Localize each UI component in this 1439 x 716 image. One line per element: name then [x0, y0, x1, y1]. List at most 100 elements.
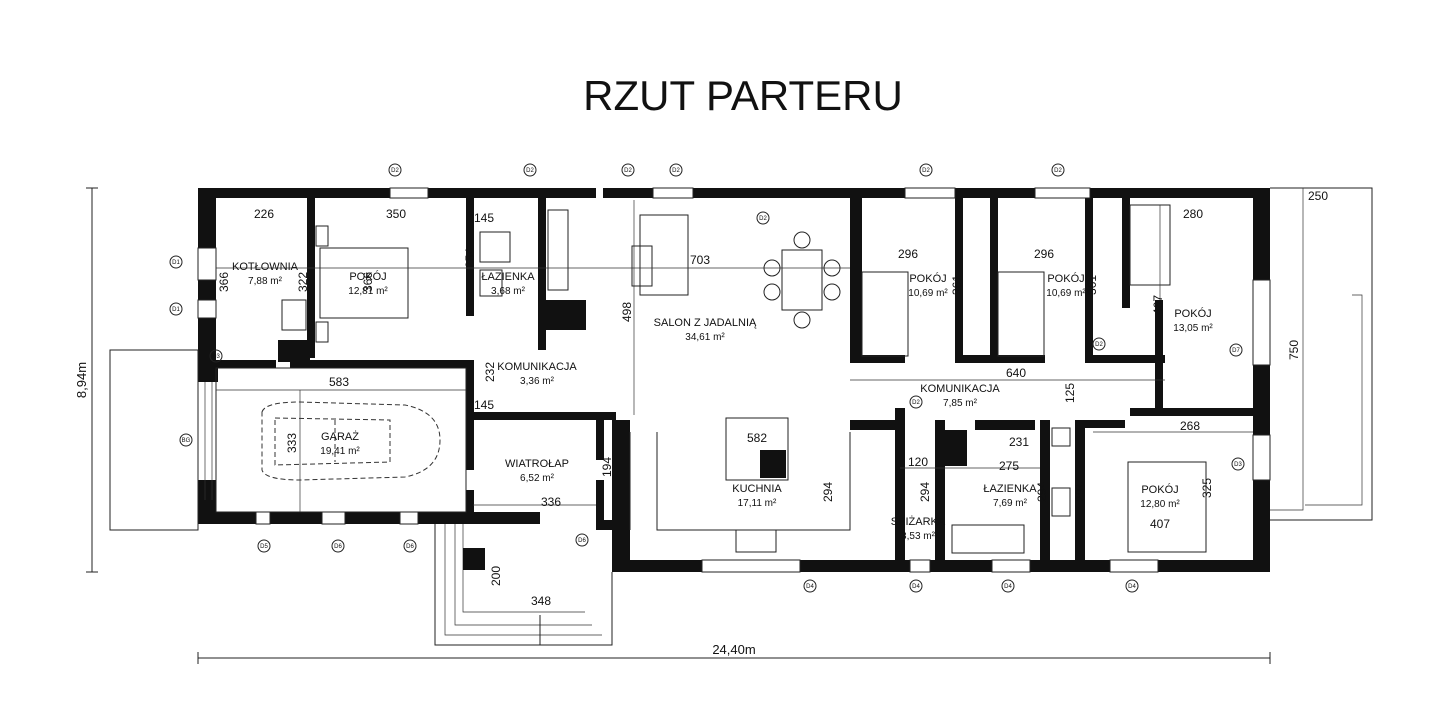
room-name: KOTŁOWNIA: [232, 261, 299, 273]
opening-tag-circle: [169, 255, 183, 269]
dimension-label: 703: [690, 253, 710, 267]
room-area: 10,69 m²: [1046, 288, 1086, 299]
room-name: POKÓJ: [909, 272, 946, 285]
furniture: [278, 204, 1207, 554]
opening-tag: D2: [672, 168, 680, 174]
section-lines: [216, 200, 1253, 512]
garage-outline: [109, 349, 467, 531]
opening-tag-circle: [756, 211, 770, 225]
dimension-label: 120: [908, 455, 928, 469]
opening-tag-circle: [1001, 579, 1015, 593]
dimension-label: 325: [1200, 478, 1214, 498]
dimension-label: 348: [531, 594, 551, 608]
opening-tag-circle: [621, 163, 635, 177]
opening-tag: D6: [578, 538, 586, 544]
dimension-label: 275: [999, 459, 1019, 473]
overall-depth: 8,94m: [74, 362, 89, 398]
dimension-label: 294: [821, 482, 835, 502]
dimension-label: 467: [1151, 295, 1165, 315]
room-name: POKÓJ: [1174, 307, 1211, 320]
room-area: 13,05 m²: [1173, 323, 1213, 334]
room-area: 17,11 m²: [738, 498, 777, 509]
dimension-label: 322: [296, 272, 310, 292]
car-icon: [261, 401, 441, 481]
dimension-label: 640: [1006, 366, 1026, 380]
opening-tag-circle: [331, 539, 345, 553]
room-name: SPIŻARKA: [891, 515, 946, 528]
opening-tag: D1: [172, 307, 180, 313]
room-name: WIATROŁAP: [505, 458, 569, 470]
room-area: 6,52 m²: [520, 473, 555, 484]
opening-tag-circle: [169, 302, 183, 316]
dimension-label: 254: [463, 248, 477, 268]
opening-tag-circle: [803, 579, 817, 593]
room-name: GARAŻ: [321, 430, 359, 443]
room-name: KUCHNIA: [732, 483, 782, 495]
dimension-label: 366: [361, 272, 375, 292]
dimension-label: 366: [217, 272, 231, 292]
room-area: 10,69 m²: [908, 288, 948, 299]
dimension-label: 232: [483, 362, 497, 382]
overall-dimensions: 24,40m 8,94m: [74, 187, 1271, 664]
opening-tag: D4: [912, 584, 920, 590]
dimension-label: 280: [1183, 207, 1203, 221]
opening-tag-circle: [669, 163, 683, 177]
opening-tag: D2: [912, 400, 920, 406]
dimension-label: 145: [474, 211, 494, 225]
dimension-label: 268: [1180, 419, 1200, 433]
opening-tag-circle: [1051, 163, 1065, 177]
dimension-label: 125: [1063, 383, 1077, 403]
opening-tag: D2: [759, 216, 767, 222]
opening-tag-circle: [1125, 579, 1139, 593]
opening-tag: D4: [806, 584, 814, 590]
opening-tag: D2: [1054, 168, 1062, 174]
opening-tag-circle: [257, 539, 271, 553]
dimension-label: 231: [1009, 435, 1029, 449]
room-name: ŁAZIENKA: [983, 483, 1037, 495]
opening-tag: D2: [391, 168, 399, 174]
room-name: POKÓJ: [1141, 483, 1178, 496]
dimension-label: 583: [329, 375, 349, 389]
dimension-label: 194: [600, 457, 614, 477]
dimension-label: 145: [474, 398, 494, 412]
room-area: 12,81 m²: [348, 286, 388, 297]
opening-tag: D6: [406, 544, 414, 550]
opening-tag-circle: [403, 539, 417, 553]
opening-tag: D2: [526, 168, 534, 174]
room-area: 34,61 m²: [685, 332, 725, 343]
dimension-label: 226: [254, 207, 274, 221]
opening-tag-circle: [209, 349, 223, 363]
opening-tag-circle: [1092, 337, 1106, 351]
dimension-label: 361: [950, 275, 964, 295]
opening-tag-circle: [919, 163, 933, 177]
dimension-label: 407: [1150, 517, 1170, 531]
dimension-label: 296: [898, 247, 918, 261]
opening-tag-circle: [1229, 343, 1243, 357]
dimension-label: 333: [285, 433, 299, 453]
room-name: SALON Z JADALNIĄ: [654, 317, 757, 329]
room-area: 3,68 m²: [491, 286, 526, 297]
opening-tag-circle: [909, 579, 923, 593]
windows: [197, 187, 1271, 573]
dimension-label: 200: [489, 566, 503, 586]
room-name: POKÓJ: [349, 270, 386, 283]
dimension-label: 250: [1308, 189, 1328, 203]
opening-tag: D4: [1128, 584, 1136, 590]
plan-title: RZUT PARTERU: [583, 72, 903, 119]
opening-tag: BG: [182, 438, 191, 444]
opening-tag: D7: [1232, 348, 1240, 354]
opening-tag-circle: [388, 163, 402, 177]
dimension-label: 350: [386, 207, 406, 221]
opening-tag: D2: [1095, 342, 1103, 348]
room-name: POKÓJ: [1047, 272, 1084, 285]
dimension-label: 361: [1085, 275, 1099, 295]
dimension-label: 750: [1287, 340, 1301, 360]
opening-tag: D2: [624, 168, 632, 174]
room-name: KOMUNIKACJA: [497, 361, 577, 373]
opening-tag: D3: [1234, 462, 1242, 468]
opening-tag: D2: [922, 168, 930, 174]
room-area: 7,88 m²: [248, 276, 283, 287]
opening-tag-circle: [575, 533, 589, 547]
